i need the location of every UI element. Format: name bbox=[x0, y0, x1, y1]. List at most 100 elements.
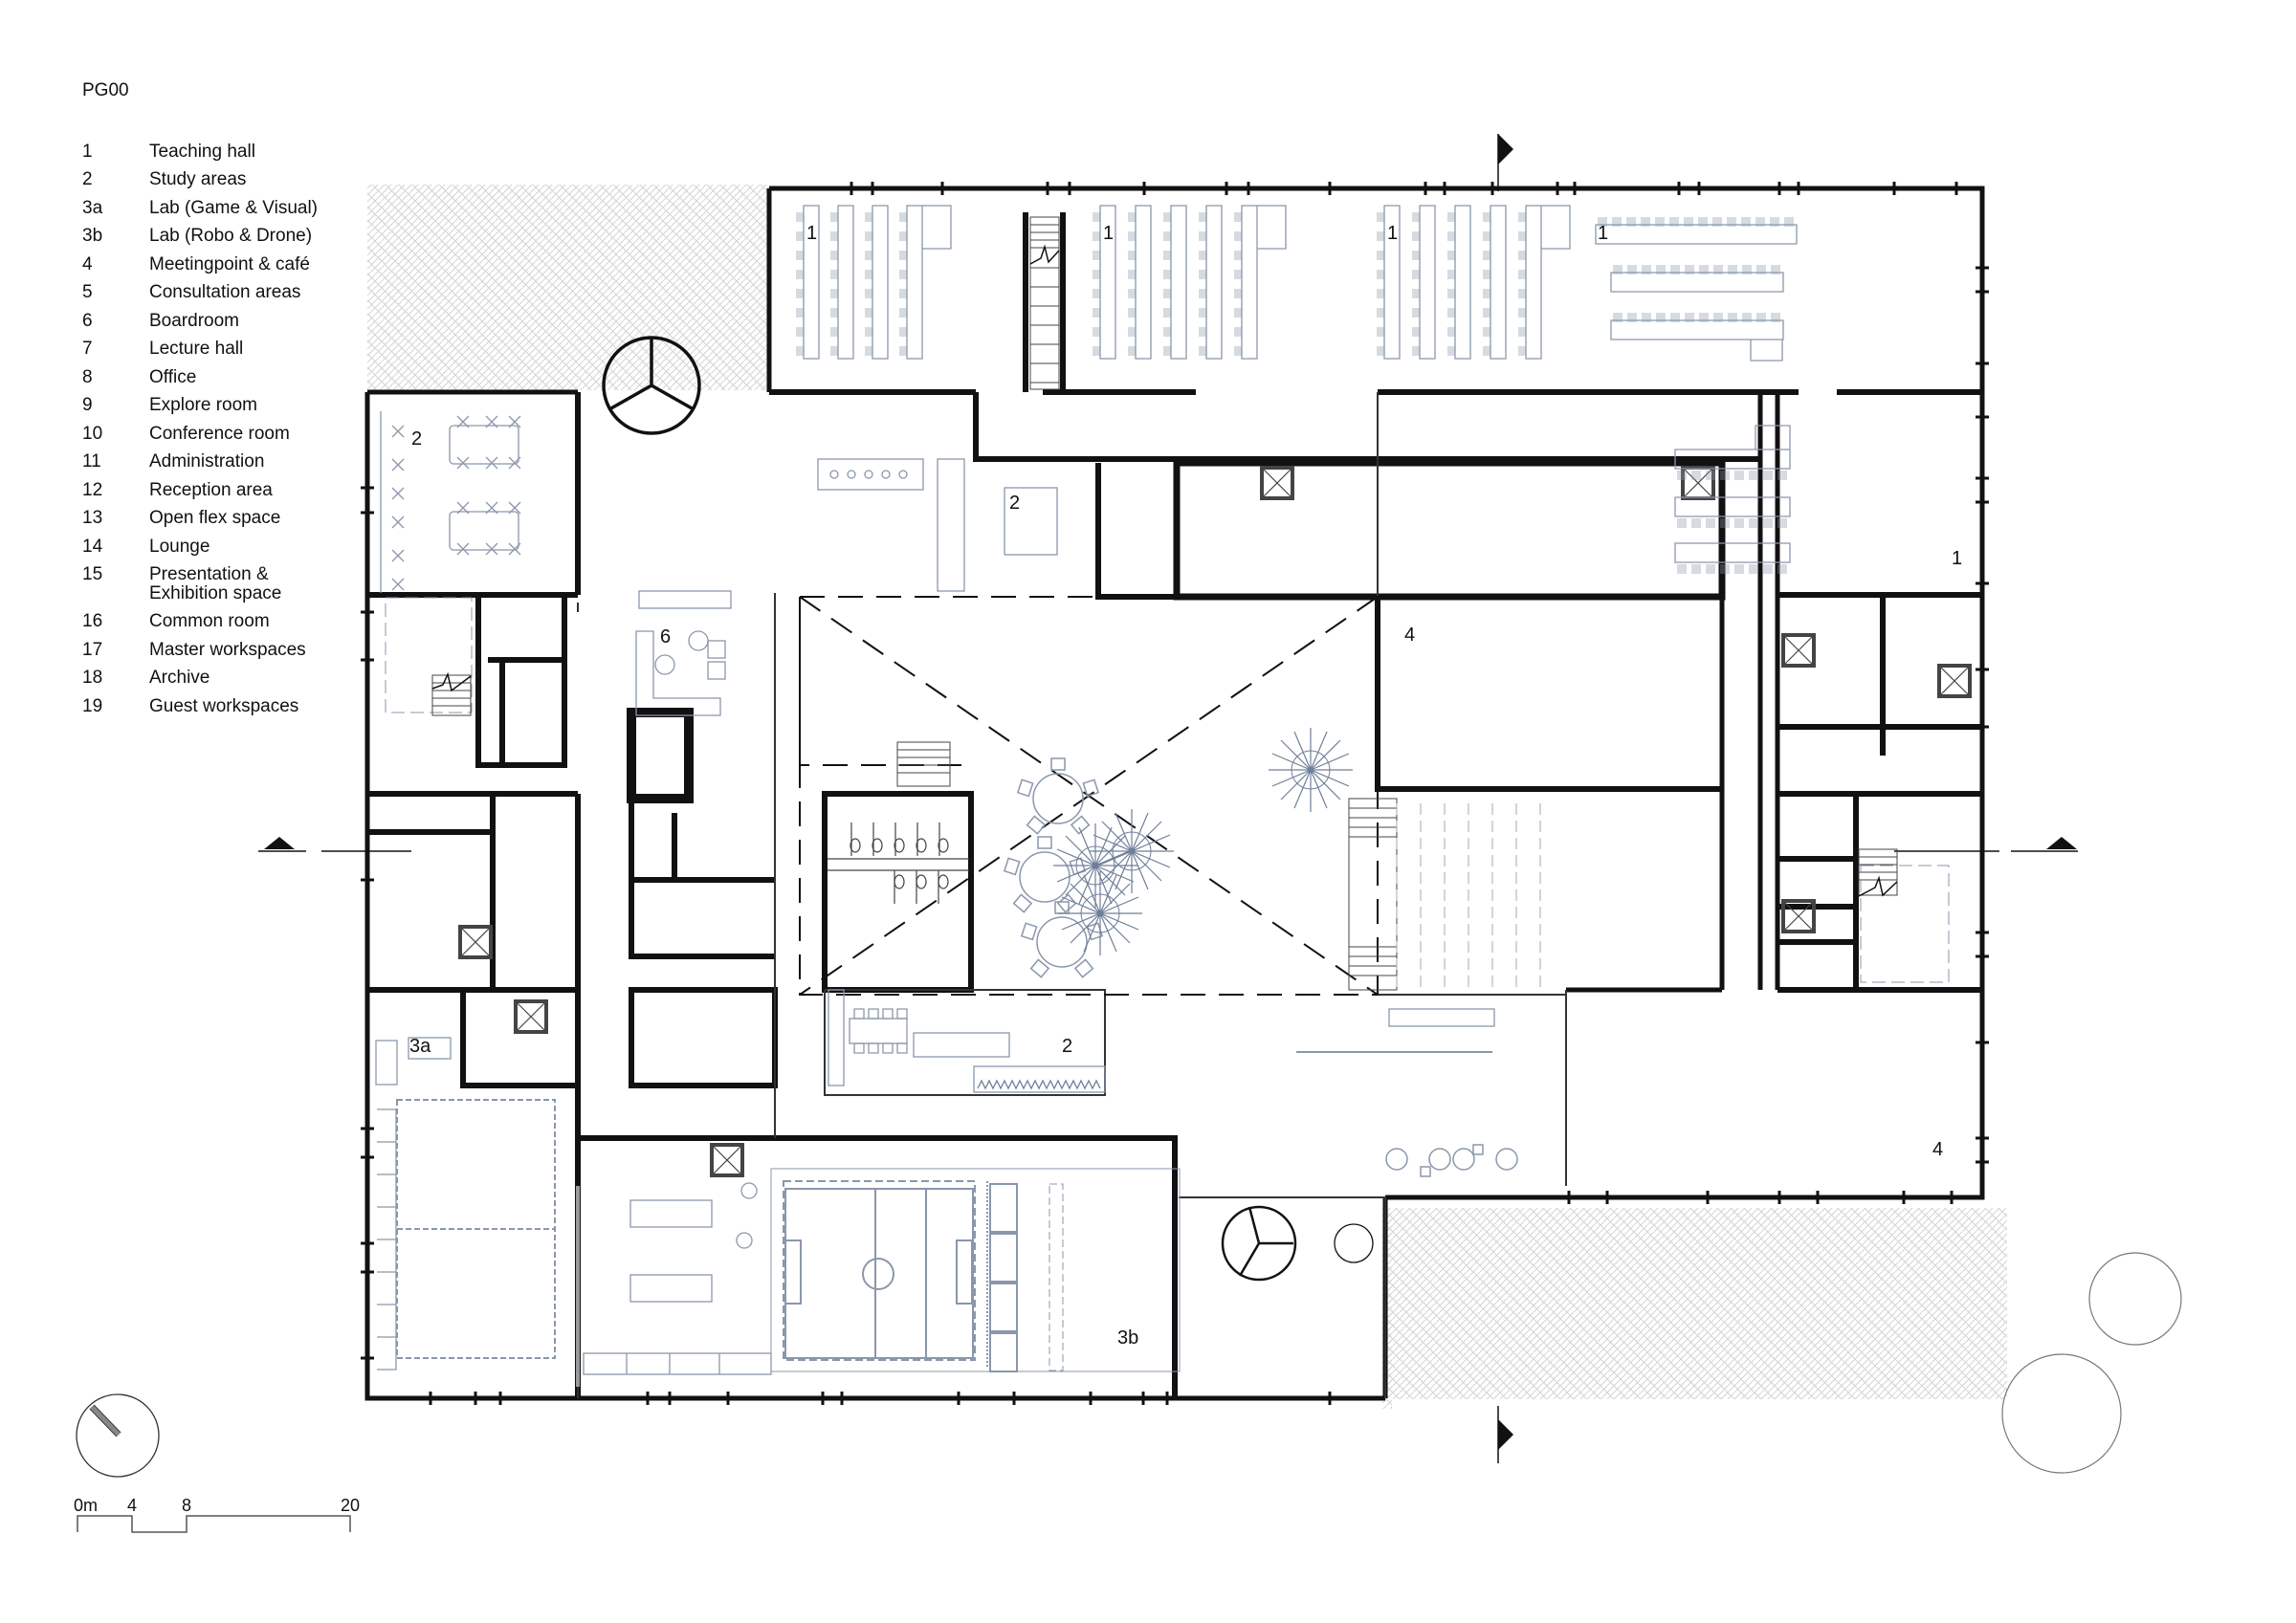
legend-label: Reception area bbox=[149, 479, 273, 500]
legend-item: 1 Teaching hall bbox=[82, 138, 321, 166]
legend-item: 2 Study areas bbox=[82, 165, 321, 194]
central-toilets bbox=[828, 822, 969, 904]
scale-tick-4: 4 bbox=[127, 1496, 137, 1515]
teaching-hall-furniture bbox=[803, 205, 1798, 563]
legend-item: 3b Lab (Robo & Drone) bbox=[82, 222, 321, 251]
legend-number: 19 bbox=[82, 695, 103, 716]
landscape-trees bbox=[2001, 1252, 2182, 1474]
legend-number: 5 bbox=[82, 282, 93, 302]
scale-bar: 0m 4 8 20 bbox=[74, 1496, 360, 1533]
legend-label: Explore room bbox=[149, 395, 257, 415]
reception-counter bbox=[817, 458, 1058, 592]
room-label-cafe-north: 4 bbox=[1404, 625, 1415, 646]
legend-number: 4 bbox=[82, 253, 93, 274]
legend-label: Lab (Robo & Drone) bbox=[149, 226, 313, 246]
lounge-chairs bbox=[1385, 1144, 1518, 1177]
scale-tick-0: 0m bbox=[74, 1496, 98, 1515]
legend-item: 18 Archive bbox=[82, 664, 321, 692]
legend-number: 12 bbox=[82, 479, 103, 500]
legend-item: 10 Conference room bbox=[82, 420, 321, 449]
room-legend: PG00 1 Teaching hall 2 Study areas 3a Lab (Ga… bbox=[82, 77, 321, 720]
legend-item: 12 Reception area bbox=[82, 476, 321, 505]
legend-number: 1 bbox=[82, 141, 93, 162]
room-label-boardroom: 6 bbox=[660, 626, 671, 647]
legend-item: 11 Administration bbox=[82, 448, 321, 476]
legend-item: 14 Lounge bbox=[82, 533, 321, 561]
legend-number: 13 bbox=[82, 508, 103, 528]
legend-label: Teaching hall bbox=[149, 141, 255, 162]
room-label-teaching-hall-b: 1 bbox=[1103, 223, 1114, 244]
lab-3a-furniture bbox=[375, 1037, 556, 1371]
revolving-door-north bbox=[602, 336, 701, 435]
legend-item: 3a Lab (Game & Visual) bbox=[82, 194, 321, 223]
sheet-code: PG00 bbox=[82, 80, 129, 100]
room-label-teaching-hall-e: 1 bbox=[1952, 548, 1962, 569]
legend-label: Consultation areas bbox=[149, 282, 301, 302]
legend-item: 13 Open flex space bbox=[82, 504, 321, 533]
legend-number: 14 bbox=[82, 536, 103, 557]
paving-northwest bbox=[367, 185, 769, 390]
legend-number: 8 bbox=[82, 366, 93, 387]
legend-number: 3b bbox=[82, 226, 103, 246]
legend-label: Archive bbox=[149, 668, 210, 688]
section-markers bbox=[258, 134, 2078, 1463]
teaching-hall-chairs bbox=[796, 212, 1797, 574]
room-label-teaching-hall-d: 1 bbox=[1598, 223, 1608, 244]
legend-number: 15 bbox=[82, 564, 103, 584]
legend-label: Study areas bbox=[149, 169, 247, 189]
legend-label: Common room bbox=[149, 611, 270, 631]
legend-label: Lab (Game & Visual) bbox=[149, 197, 319, 218]
legend-label: Open flex space bbox=[149, 508, 281, 528]
legend-item: 4 Meetingpoint & café bbox=[82, 251, 321, 279]
legend-item: 6 Boardroom bbox=[82, 307, 321, 336]
legend-item: 8 Office bbox=[82, 363, 321, 392]
legend-number: 6 bbox=[82, 310, 93, 331]
legend-label: Lounge bbox=[149, 536, 210, 557]
west-stair bbox=[385, 597, 473, 716]
revolving-door-south bbox=[1221, 1205, 1374, 1282]
room-label-study-center: 2 bbox=[1009, 493, 1020, 514]
window-mullions bbox=[361, 182, 1989, 1405]
legend-label: Administration bbox=[149, 451, 265, 472]
study-area-south-furniture bbox=[828, 989, 1495, 1093]
legend-label: Master workspaces bbox=[149, 639, 306, 660]
legend-label: Presentation & Exhibition space bbox=[149, 564, 282, 603]
legend-number: 10 bbox=[82, 423, 103, 444]
boardroom-furniture bbox=[635, 590, 732, 716]
room-label-lab-3b: 3b bbox=[1117, 1327, 1138, 1349]
study-area-nw-furniture bbox=[380, 411, 521, 593]
compass-icon bbox=[76, 1393, 160, 1478]
robo-drone-pitch bbox=[770, 1168, 1181, 1372]
room-label-teaching-hall-a: 1 bbox=[806, 223, 817, 244]
paving-southeast bbox=[1385, 1208, 2007, 1399]
legend-number: 7 bbox=[82, 339, 93, 359]
legend-label: Office bbox=[149, 366, 197, 387]
lab-3b-furniture bbox=[576, 1182, 772, 1387]
legend-number: 11 bbox=[82, 451, 101, 472]
legend-item: 9 Explore room bbox=[82, 391, 321, 420]
north-stair bbox=[1029, 216, 1060, 390]
legend-label: Boardroom bbox=[149, 310, 239, 331]
legend-item: 5 Consultation areas bbox=[82, 278, 321, 307]
atrium-trees bbox=[1052, 727, 1354, 956]
legend-number: 17 bbox=[82, 639, 103, 660]
room-label-cafe-south: 4 bbox=[1932, 1139, 1943, 1160]
legend-label: Meetingpoint & café bbox=[149, 253, 310, 274]
room-label-study-nw: 2 bbox=[411, 428, 422, 450]
legend-list: 1 Teaching hall 2 Study areas 3a Lab (Game & … bbox=[82, 138, 321, 721]
interior-walls-light bbox=[577, 392, 1567, 1398]
legend-number: 3a bbox=[82, 197, 103, 218]
legend-label: Conference room bbox=[149, 423, 290, 444]
legend-number: 9 bbox=[82, 395, 93, 415]
legend-number: 2 bbox=[82, 169, 93, 189]
legend-number: 18 bbox=[82, 668, 103, 688]
room-label-lab-3a: 3a bbox=[409, 1036, 431, 1057]
east-stair bbox=[1858, 848, 1950, 983]
legend-item: 15 Presentation & Exhibition space bbox=[82, 560, 321, 607]
room-label-study-south: 2 bbox=[1062, 1036, 1072, 1057]
central-stairs bbox=[896, 741, 1541, 991]
